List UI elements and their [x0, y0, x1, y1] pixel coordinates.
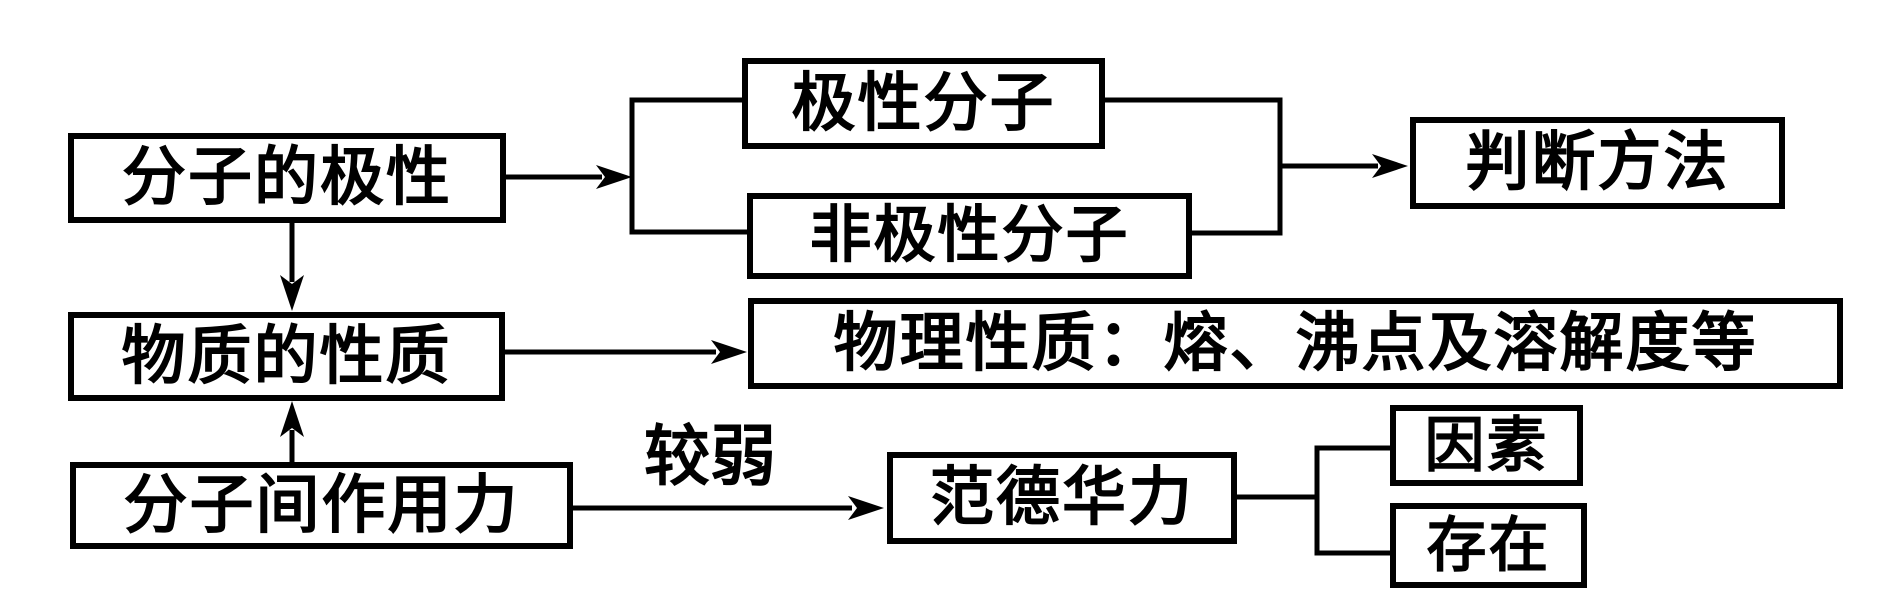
- node-intermolecular-force: 分子间作用力: [70, 462, 573, 549]
- node-polar-molecule: 极性分子: [742, 58, 1105, 149]
- node-factors: 因素: [1390, 405, 1583, 486]
- node-molecular-polarity: 分子的极性: [68, 133, 506, 223]
- node-substance-properties: 物质的性质: [68, 312, 505, 401]
- arrow-polarity-to-properties: [280, 222, 304, 311]
- node-van-der-waals: 范德华力: [887, 452, 1237, 544]
- bracket-branch-left: [629, 97, 747, 235]
- arrow-properties-to-physical: [505, 340, 747, 364]
- arrow-force-to-vdw: [573, 496, 884, 520]
- arrow-branch-to-judgment: [1280, 154, 1408, 178]
- node-judgment-method: 判断方法: [1410, 117, 1785, 209]
- arrow-polarity-to-branch: [506, 165, 632, 189]
- node-existence: 存在: [1390, 503, 1587, 588]
- bracket-vdw-right: [1314, 445, 1390, 556]
- node-physical-properties: 物理性质：熔、沸点及溶解度等: [748, 298, 1843, 389]
- edge-label-weaker: 较弱: [644, 421, 776, 494]
- node-nonpolar-molecule: 非极性分子: [747, 193, 1192, 279]
- arrow-force-to-properties: [280, 401, 304, 462]
